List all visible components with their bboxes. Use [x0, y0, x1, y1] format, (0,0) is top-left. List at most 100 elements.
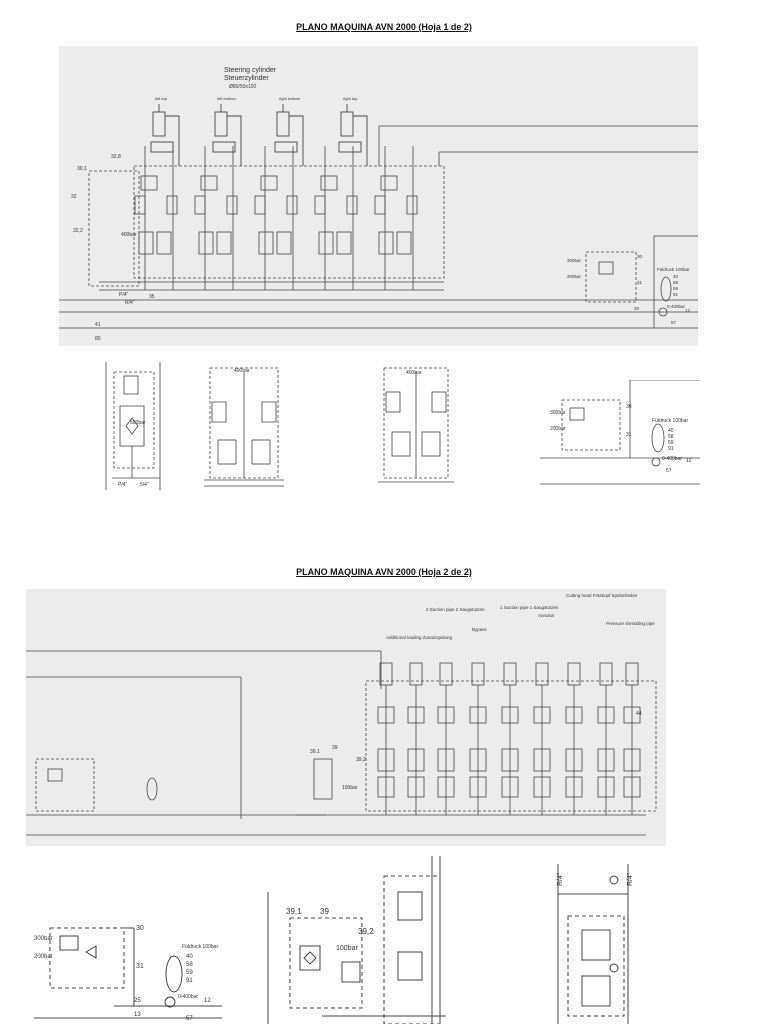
sheet2-tag-39-1: 39,1: [310, 749, 320, 755]
directional-valve: [396, 231, 412, 255]
detail-bottom-directional-valve: R/4" R/4": [548, 864, 638, 1024]
check-valve: [254, 195, 266, 215]
detail-pressure-valve: 500bar P/4" 5/4": [98, 362, 168, 490]
detail-n40: 40: [668, 428, 674, 434]
sheet2-tag-44: 44: [636, 711, 642, 717]
check-valve: [406, 195, 418, 215]
pipe-cylinder: [599, 662, 613, 686]
steering-cylinder: [276, 111, 290, 137]
valve-block: [380, 175, 398, 191]
directional-valve: [198, 231, 214, 255]
label-annulus: Annulus: [538, 613, 555, 618]
steering-dim: Ø80/50x100: [229, 84, 256, 90]
bottom-300bar: 300bar: [34, 936, 53, 942]
steering-cylinder: [214, 111, 228, 137]
bottom-n39-1: 39,1: [286, 907, 302, 916]
bottom-port-2: R/4": [627, 872, 634, 886]
bottom-accum: Füldruck 100bar: [182, 944, 218, 950]
detail-b-400bar: 400bar: [406, 370, 422, 376]
steering-cylinder: [152, 111, 166, 137]
side-n25: 25: [634, 306, 640, 311]
side-n58: 58: [673, 280, 679, 285]
cylinder-label: right bottom: [279, 96, 301, 101]
detail-n12: 12: [686, 458, 692, 464]
side-n40: 40: [673, 274, 679, 279]
side-n30: 30: [637, 254, 643, 259]
directional-valve: [156, 231, 172, 255]
check-valve: [134, 195, 146, 215]
label-cutting: Cutting head Fräskopf Spülschieber: [566, 593, 638, 598]
side-p1: 300bar: [567, 258, 582, 263]
check-valve: [166, 195, 178, 215]
sheet2-schematic: Additional loading Zusatzspülung 2 Sucti…: [26, 589, 666, 846]
bottom-n12: 12: [204, 998, 211, 1004]
bottom-n58: 58: [186, 962, 193, 968]
pressure-valve: [150, 141, 174, 153]
directional-valve: [336, 231, 352, 255]
bottom-n59: 59: [186, 970, 193, 976]
detail-accum: Füldruck 100bar: [652, 418, 688, 424]
side-n59: 59: [673, 286, 679, 291]
steering-label-de: Steuerzylinder: [224, 75, 269, 82]
pipe-cylinder: [439, 662, 453, 686]
bottom-n31: 31: [136, 963, 144, 970]
check-valve: [346, 195, 358, 215]
cylinder-label: right top: [343, 96, 358, 101]
bottom-n13: 13: [134, 1012, 141, 1018]
directional-valve: [276, 231, 292, 255]
detail-n91: 91: [668, 446, 674, 452]
detail-n57: 57: [666, 468, 672, 474]
check-valve: [194, 195, 206, 215]
tag-41: 41: [95, 322, 101, 328]
detail-n31: 31: [626, 432, 632, 438]
tag-32-2: 32,2: [73, 228, 83, 234]
label-suction2: 2 Suction pipe 2 Saugstutzen: [426, 607, 485, 612]
directional-valve: [258, 231, 274, 255]
side-accum: Füldruck 100bar: [657, 267, 690, 272]
check-valve: [286, 195, 298, 215]
detail-gauge: 0-400bar: [662, 456, 682, 462]
bottom-n25: 25: [134, 998, 141, 1004]
sheet2-tag-39-2: 39,2: [356, 757, 366, 763]
directional-valve: [318, 231, 334, 255]
detail-200bar: 200bar: [550, 426, 566, 432]
detail-300bar: 300bar: [550, 410, 566, 416]
pressure-valve: [212, 141, 236, 153]
sheet2-100bar: 100bar: [342, 785, 358, 791]
detail-a-400bar: 400bar: [234, 368, 250, 374]
detail-accumulator: 300bar 200bar 30 31 Füldruck 100bar 40 5…: [540, 380, 700, 488]
label-pressure: Pressure shredding pipe: [606, 621, 655, 626]
side-n12: 12: [685, 308, 691, 313]
bottom-n30: 30: [136, 925, 144, 932]
sheet1-title: PLANO MAQUINA AVN 2000 (Hoja 1 de 2): [296, 22, 472, 32]
tag-80: 80: [95, 336, 101, 342]
detail-port-p: P/4": [118, 482, 128, 488]
bottom-n39: 39: [320, 907, 329, 916]
port-p: P/4": [119, 292, 129, 298]
pipe-cylinder: [535, 662, 549, 686]
check-valve: [314, 195, 326, 215]
side-n91: 91: [673, 292, 679, 297]
sheet2-title: PLANO MAQUINA AVN 2000 (Hoja 2 de 2): [296, 567, 472, 577]
steering-cylinder: [340, 111, 354, 137]
detail-n30: 30: [626, 404, 632, 410]
pipe-cylinder: [503, 662, 517, 686]
bottom-port-1: R/4": [557, 872, 564, 886]
side-p2: 200bar: [567, 274, 582, 279]
detail-n59: 59: [668, 440, 674, 446]
bottom-n39-2: 39,2: [358, 927, 374, 936]
detail-valve-pair-a: 400bar: [204, 362, 284, 490]
directional-valve: [138, 231, 154, 255]
valve-block: [320, 175, 338, 191]
pipe-cylinder: [379, 662, 393, 686]
detail-bottom-valve-bank: 39,1 39 39,2 100bar: [262, 856, 446, 1024]
bottom-gauge: 0-400bar: [178, 994, 198, 1000]
bottom-n57: 57: [186, 1016, 193, 1022]
detail-500bar: 500bar: [130, 420, 146, 426]
pressure-valve: [338, 141, 362, 153]
valve-block: [200, 175, 218, 191]
pipe-cylinder: [625, 662, 639, 686]
tag-30-1: 30,1: [77, 166, 87, 172]
tag-35: 35: [149, 294, 155, 300]
